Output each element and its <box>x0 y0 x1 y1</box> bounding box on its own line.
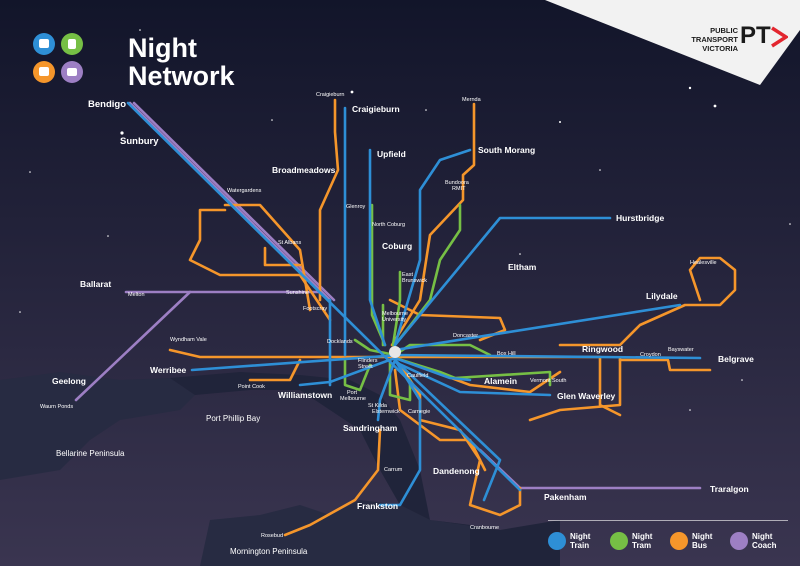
station-bundoora-rmit-text: Bundoora <box>445 180 470 186</box>
station-north-coburg[interactable]: North Coburg <box>372 222 405 228</box>
bus-icon <box>670 532 688 550</box>
ptv-brand-line3: VICTORIA <box>702 44 738 53</box>
map-title: Night Network <box>128 34 235 90</box>
station-doncaster[interactable]: Doncaster <box>453 333 478 339</box>
night-coach-lines <box>74 101 702 490</box>
station-frankston[interactable]: Frankston <box>357 501 398 511</box>
station-dandenong[interactable]: Dandenong <box>433 466 480 476</box>
station-traralgon[interactable]: Traralgon <box>710 484 749 494</box>
legend-divider <box>548 520 788 521</box>
mainland-land <box>170 372 560 566</box>
station-st-albans[interactable]: St Albans <box>278 240 301 246</box>
stars <box>19 29 791 411</box>
station-hurstbridge[interactable]: Hurstbridge <box>616 213 664 223</box>
station-caulfield[interactable]: Caulfield <box>407 373 428 379</box>
tram-icon <box>610 532 628 550</box>
station-lilydale[interactable]: Lilydale <box>646 291 678 301</box>
station-mernda[interactable]: Mernda <box>462 97 482 103</box>
region-bellarine-peninsula: Bellarine Peninsula <box>56 449 125 458</box>
ptv-logo: PT <box>740 20 788 54</box>
station-williamstown[interactable]: Williamstown <box>278 390 332 400</box>
station-glenroy[interactable]: Glenroy <box>346 204 366 210</box>
station-point-cook[interactable]: Point Cook <box>238 384 265 390</box>
train-icon <box>548 532 566 550</box>
station-craigieburn[interactable]: Craigieburn <box>352 104 400 114</box>
ptv-brand-line1: PUBLIC <box>710 26 738 35</box>
station-south-morang[interactable]: South Morang <box>478 145 535 155</box>
ptv-chevron-icon <box>771 26 788 48</box>
station-rosebud[interactable]: Rosebud <box>261 533 283 539</box>
coach-icon <box>730 532 748 550</box>
station-belgrave[interactable]: Belgrave <box>718 354 754 364</box>
station-melton[interactable]: Melton <box>128 292 145 298</box>
station-eltham[interactable]: Eltham <box>508 262 537 272</box>
station-werribee[interactable]: Werribee <box>150 365 186 375</box>
station-box-hill[interactable]: Box Hill <box>497 351 516 357</box>
station-ballarat[interactable]: Ballarat <box>80 279 111 289</box>
ptv-logo-text: PT <box>740 22 771 49</box>
station-docklands[interactable]: Docklands <box>327 339 353 345</box>
station-craigieburn-bus[interactable]: Craigieburn <box>316 92 344 98</box>
station-sunbury[interactable]: Sunbury <box>120 136 159 147</box>
station-glen-waverley[interactable]: Glen Waverley <box>557 391 616 401</box>
station-elsternwick[interactable]: Elsternwick <box>372 409 400 415</box>
map-title-line2: Network <box>128 61 235 91</box>
station-vermont-south[interactable]: Vermont South <box>530 378 566 384</box>
station-geelong[interactable]: Geelong <box>52 376 86 386</box>
station-carnegie[interactable]: Carnegie <box>408 409 430 415</box>
station-coburg[interactable]: Coburg <box>382 241 412 251</box>
ptv-banner <box>545 0 800 85</box>
night-network-logo <box>33 32 119 86</box>
ptv-brand-line2: TRANSPORT <box>691 35 738 44</box>
station-alamein[interactable]: Alamein <box>484 376 517 386</box>
ptv-brand-text: PUBLIC TRANSPORT VICTORIA <box>680 26 738 53</box>
night-train-lines <box>126 101 702 507</box>
region-port-phillip-bay: Port Phillip Bay <box>206 414 260 423</box>
station-sandringham[interactable]: Sandringham <box>343 423 398 433</box>
station-bayswater[interactable]: Bayswater <box>668 347 694 353</box>
station-carrum[interactable]: Carrum <box>384 467 403 473</box>
station-pakenham[interactable]: Pakenham <box>544 492 587 502</box>
station-st-kilda[interactable]: St Kilda <box>368 403 388 409</box>
station-waurn-ponds[interactable]: Waurn Ponds <box>40 404 73 410</box>
station-healesville[interactable]: Healesville <box>690 260 717 266</box>
mornington-peninsula-land <box>200 500 470 566</box>
moon-icon <box>92 32 119 86</box>
region-mornington-peninsula: Mornington Peninsula <box>230 547 308 556</box>
bellarine-peninsula-land <box>0 372 195 480</box>
station-croydon[interactable]: Croydon <box>640 352 661 358</box>
station-sunshine[interactable]: Sunshine <box>286 290 309 296</box>
city-hub <box>389 346 401 358</box>
station-wyndham-vale[interactable]: Wyndham Vale <box>170 337 207 343</box>
map-title-line1: Night <box>128 33 197 63</box>
station-bendigo[interactable]: Bendigo <box>88 99 126 110</box>
station-footscray[interactable]: Footscray <box>303 306 327 312</box>
station-cranbourne[interactable]: Cranbourne <box>470 525 499 531</box>
station-upfield[interactable]: Upfield <box>377 149 406 159</box>
station-ringwood[interactable]: Ringwood <box>582 344 623 354</box>
station-broadmeadows[interactable]: Broadmeadows <box>272 165 336 175</box>
station-watergardens[interactable]: Watergardens <box>227 188 262 194</box>
